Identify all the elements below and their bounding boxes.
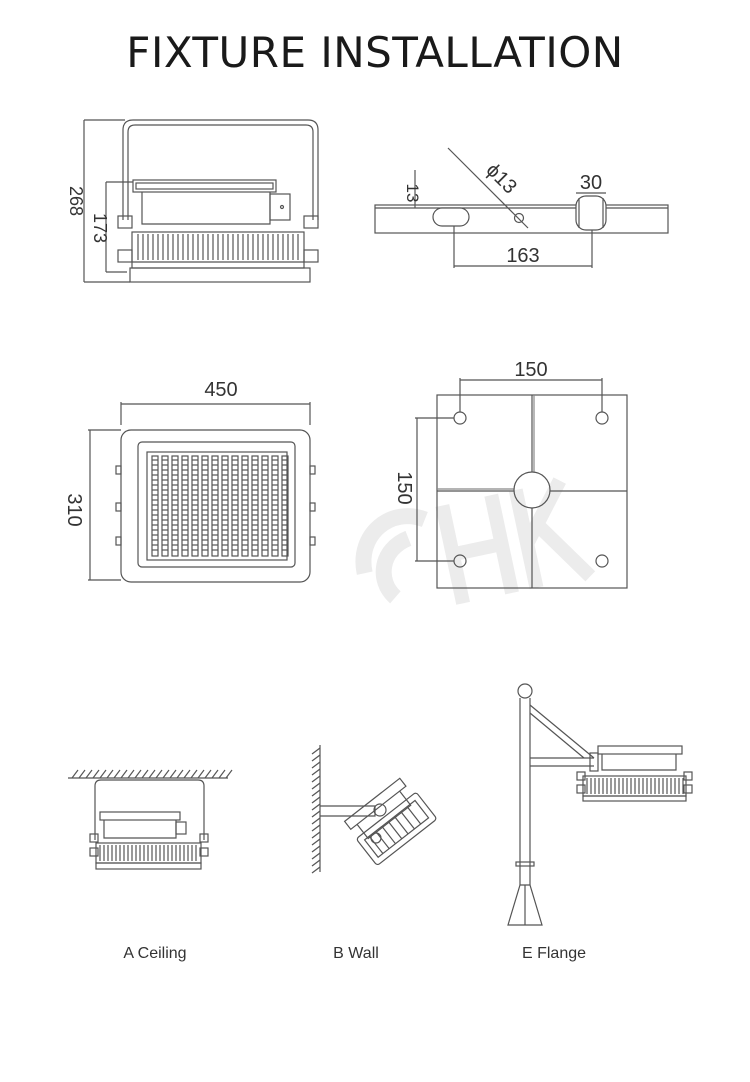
dim-width-label: 450: [204, 379, 237, 401]
heat-sink-fins: [137, 234, 299, 260]
ceiling-hatch: [71, 769, 233, 779]
dim-depth-label: 310: [63, 493, 85, 526]
ceiling-mount-drawing: [68, 769, 233, 870]
led-array: [151, 455, 289, 557]
mounting-bracket-drawing: [374, 147, 669, 268]
dim-hole-diameter-label: ϕ13: [482, 159, 521, 198]
wall-mount-drawing: [311, 745, 437, 874]
dim-slot-offset-label: 13: [403, 184, 422, 203]
side-view-drawing: [83, 119, 319, 283]
pole-fixture-fins: [586, 778, 684, 794]
flange-plate-drawing: [415, 378, 628, 589]
dim-plate-width-label: 150: [514, 359, 547, 381]
ceiling-fixture-fins: [99, 845, 197, 861]
wall-hatch: [311, 747, 321, 874]
pole-mount-drawing: [507, 683, 693, 926]
front-view-drawing: [88, 402, 316, 583]
dim-body-height-label: 173: [90, 213, 110, 243]
dim-hole-spacing-label: 163: [506, 245, 539, 267]
dim-total-height-label: 268: [66, 186, 86, 216]
dim-plate-height-label: 150: [393, 471, 415, 504]
caption-flange: E Flange: [521, 945, 587, 962]
dim-slot-width-label: 30: [580, 172, 602, 194]
page-title: FIXTURE INSTALLATION: [126, 28, 624, 77]
caption-ceiling: A Ceiling: [123, 945, 187, 962]
caption-wall: B Wall: [333, 945, 379, 962]
